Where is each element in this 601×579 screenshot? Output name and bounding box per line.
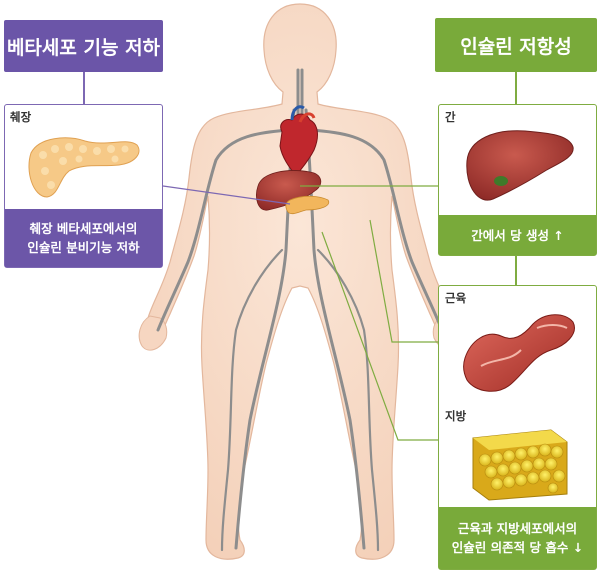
muscle-fat-card: 근육 지방 근육과 지방세포에서의 인슐린 의존적 당 흡수 ↓ bbox=[438, 285, 597, 570]
pancreas-caption-line-1: 췌장 베타세포에서의 bbox=[29, 221, 138, 236]
pancreas-icon bbox=[28, 137, 140, 198]
pancreas-caption: 췌장 베타세포에서의 인슐린 분비기능 저하 bbox=[5, 209, 162, 267]
liver-label: 간 bbox=[445, 110, 456, 124]
pancreas-card: 췌장 췌장 베타세포에서의 인슐린 분비기능 저하 bbox=[4, 104, 163, 268]
liver-caption: 간에서 당 생성 ↑ bbox=[439, 215, 596, 255]
muscle-label: 근육 bbox=[445, 291, 467, 305]
fat-tissue-icon bbox=[472, 429, 568, 501]
muscle-fat-caption-line-1: 근육과 지방세포에서의 bbox=[457, 521, 578, 536]
insulin-resistance-header: 인슐린 저항성 bbox=[435, 18, 597, 72]
human-body-figure bbox=[138, 3, 462, 560]
liver-card: 간 간에서 당 생성 ↑ bbox=[438, 104, 597, 256]
blood-vessels bbox=[156, 68, 444, 552]
connector-lines bbox=[83, 72, 517, 441]
body-liver-icon bbox=[256, 170, 322, 211]
pancreas-caption-line-2: 인슐린 분비기능 저하 bbox=[27, 240, 140, 255]
body-pancreas-icon bbox=[285, 195, 330, 215]
muscle-icon bbox=[463, 314, 575, 392]
muscle-fat-caption: 근육과 지방세포에서의 인슐린 의존적 당 흡수 ↓ bbox=[439, 507, 596, 569]
muscle-fat-caption-line-2: 인슐린 의존적 당 흡수 ↓ bbox=[451, 540, 584, 555]
pancreas-label: 췌장 bbox=[10, 110, 32, 124]
beta-cell-dysfunction-header: 베타세포 기능 저하 bbox=[4, 20, 163, 72]
liver-icon bbox=[466, 130, 574, 201]
fat-label: 지방 bbox=[445, 409, 467, 423]
